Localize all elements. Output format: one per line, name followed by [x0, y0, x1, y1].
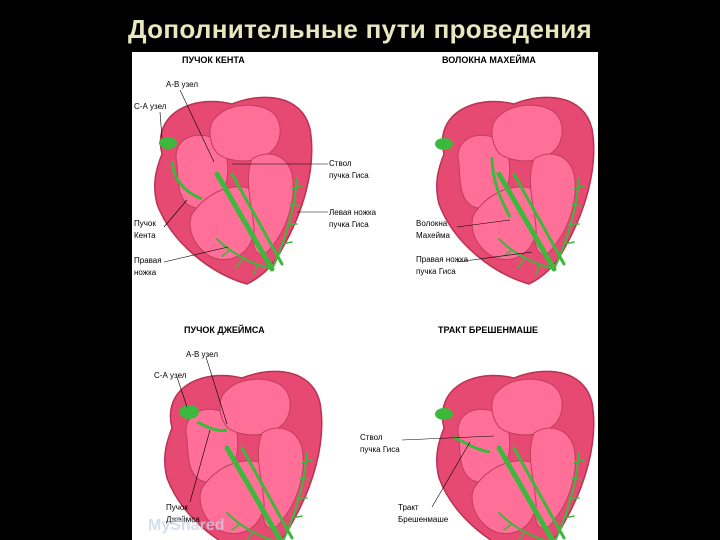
label-left-branch-2: пучка Гиса	[329, 220, 369, 229]
caption-james: ПУЧОК ДЖЕЙМСА	[184, 324, 265, 335]
label-kent-2: Кента	[134, 231, 156, 240]
label-sa-node: С-А узел	[154, 371, 187, 380]
james-bundle-panel: ПУЧОК ДЖЕЙМСА А-В узел С-А узел Пучок Дж…	[154, 324, 322, 540]
label-tract-2: Брешенмаше	[398, 515, 449, 524]
kent-bundle-path	[170, 161, 203, 201]
sa-node	[435, 138, 453, 150]
label-right-branch: Правая ножка	[416, 255, 469, 264]
label-sa-node: С-А узел	[134, 102, 167, 111]
label-kent: Пучок	[134, 219, 156, 228]
label-av-node: А-В узел	[186, 350, 218, 359]
caption-brechenmacher: ТРАКТ БРЕШЕНМАШЕ	[438, 325, 538, 335]
label-james-2: Джеймса	[166, 515, 200, 524]
label-mahaim-2: Махейма	[416, 231, 451, 240]
label-his-trunk: Ствол	[329, 159, 352, 168]
label-left-branch: Левая ножка	[329, 208, 377, 217]
label-james: Пучок	[166, 503, 188, 512]
label-right-branch-2: ножка	[134, 268, 157, 277]
label-his-trunk-2: пучка Гиса	[360, 445, 400, 454]
accessory-pathways-diagram: ПУЧОК КЕНТА А-В узел С-А узел Ствол пучк…	[134, 54, 598, 540]
sa-node	[159, 137, 177, 149]
kent-bundle-panel: ПУЧОК КЕНТА А-В узел С-А узел Ствол пучк…	[134, 55, 377, 284]
watermark-logo: MyShared	[148, 517, 224, 534]
label-tract: Тракт	[398, 503, 419, 512]
mahaim-fibers-path	[490, 156, 512, 218]
diagram-panel: ПУЧОК КЕНТА А-В узел С-А узел Ствол пучк…	[132, 52, 598, 540]
label-his-trunk: Ствол	[360, 433, 383, 442]
caption-mahaim: ВОЛОКНА МАХЕЙМА	[442, 54, 536, 65]
label-av-node: А-В узел	[166, 80, 198, 89]
sa-node	[435, 408, 453, 420]
heart-illustration	[437, 371, 594, 540]
slide-title: Дополнительные пути проведения	[128, 14, 592, 44]
label-his-trunk-2: пучка Гиса	[329, 171, 369, 180]
heart-illustration	[155, 97, 312, 284]
label-mahaim: Волокна	[416, 219, 448, 228]
mahaim-fibers-panel: ВОЛОКНА МАХЕЙМА Волокна Махейма Правая н…	[416, 54, 594, 284]
brechenmacher-tract-panel: ТРАКТ БРЕШЕНМАШЕ Ствол пучка Гиса Тракт …	[360, 325, 594, 540]
james-bundle-path	[196, 420, 228, 432]
caption-kent: ПУЧОК КЕНТА	[182, 55, 245, 65]
label-right-branch: Правая	[134, 256, 162, 265]
sa-node	[179, 405, 199, 419]
brechenmacher-tract-path	[453, 435, 491, 454]
label-right-branch-2: пучка Гиса	[416, 267, 456, 276]
